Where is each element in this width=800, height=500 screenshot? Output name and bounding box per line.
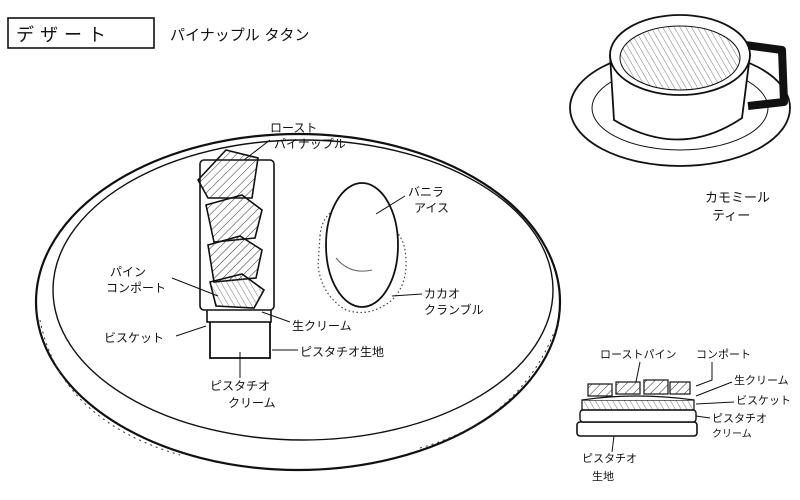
cs-pistachio-cream <box>579 409 697 423</box>
vanilla-ice <box>317 182 407 313</box>
cs-biscuit <box>581 399 695 411</box>
label-roast-pineapple-1: ロースト <box>270 121 317 135</box>
tea-label: カモミール ティー <box>705 191 770 224</box>
cup-handle <box>744 41 788 110</box>
dessert-bar <box>197 149 275 359</box>
label-compote-1: パイン <box>110 265 146 279</box>
roast-pineapple-slices <box>197 149 266 309</box>
label-pistachio-cream-2: クリーム <box>228 396 276 410</box>
tea-label-line1: カモミール <box>705 191 770 206</box>
plate <box>34 132 562 472</box>
header-box <box>7 17 155 49</box>
tea-cup <box>569 14 791 167</box>
plate-labels: ロースト パイナップル バニラ アイス パイン コンポート カカオ クランブル … <box>104 121 484 410</box>
cs-label-pistachio-cream-1: ピスタチオ <box>712 412 767 425</box>
cs-label-pistachio-cream-2: クリーム <box>712 428 752 440</box>
dish-name: パイナップル タタン <box>170 26 309 44</box>
label-crumble-2: クランブル <box>424 302 484 317</box>
tea-label-line2: ティー <box>712 209 750 224</box>
label-pistachio-dough: ピスタチオ生地 <box>300 345 384 359</box>
label-fresh-cream: 生クリーム <box>292 319 352 333</box>
cs-label-roast-pine: ローストパイン <box>600 348 676 361</box>
label-vanilla-2: アイス <box>414 201 449 215</box>
label-crumble-1: カカオ <box>424 287 460 301</box>
cs-pistachio-dough <box>576 421 698 437</box>
cs-label-compote: コンポート <box>696 348 751 361</box>
category-title: デザート <box>16 25 112 46</box>
cs-fresh-cream <box>581 395 695 401</box>
label-pistachio-cream-1: ピスタチオ <box>210 379 270 393</box>
cs-label-fresh-cream: 生クリーム <box>734 373 789 387</box>
label-compote-2: コンポート <box>106 281 166 295</box>
cs-pine-pieces <box>587 379 691 397</box>
cs-label-biscuit: ビスケット <box>736 394 791 407</box>
cross-section: ローストパイン コンポート 生クリーム ビスケット ピスタチオ クリーム ピスタ… <box>576 348 791 483</box>
header: デザート パイナップル タタン <box>7 17 309 49</box>
cs-label-pistachio-dough-2: 生地 <box>592 469 614 483</box>
label-roast-pineapple-2: パイナップル <box>274 137 346 151</box>
label-biscuit: ビスケット <box>104 331 164 345</box>
label-vanilla-1: バニラ <box>408 185 444 199</box>
cs-label-pistachio-dough-1: ピスタチオ <box>582 452 637 465</box>
